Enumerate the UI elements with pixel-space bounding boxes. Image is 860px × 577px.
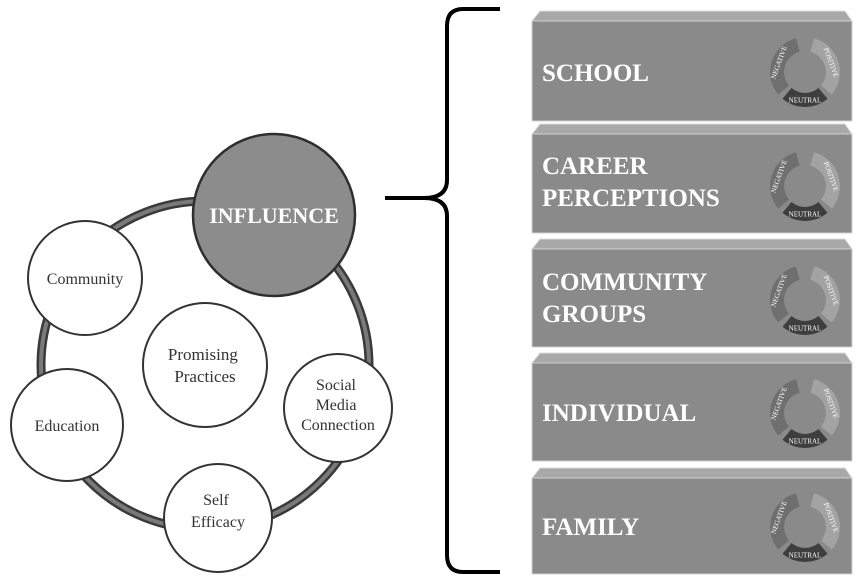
cycle-negative-segment <box>770 379 801 436</box>
cycle-neutral-segment <box>782 428 828 448</box>
panel-individual-label: INDIVIDUAL <box>542 400 696 427</box>
panel-individual: INDIVIDUAL <box>530 352 853 462</box>
panel-community-line-1: COMMUNITY <box>542 269 707 296</box>
influence-hub: INFLUENCE <box>191 132 357 298</box>
svg-text:Promising Practices: Promising Practices <box>168 345 242 386</box>
cycle-neutral-label: NEUTRAL <box>789 97 822 105</box>
cycle-positive-segment <box>809 379 840 436</box>
node-self-efficacy-line-1: Self <box>203 492 229 509</box>
cycle-neutral-segment <box>782 542 828 562</box>
node-social-media: Social Media Connection <box>283 353 393 463</box>
cycle-positive-segment <box>809 266 840 323</box>
center-label-line-2: Practices <box>174 367 235 386</box>
cycle-positive-segment <box>809 38 840 95</box>
hub-label: INFLUENCE <box>209 203 339 228</box>
node-community: Community <box>27 220 143 336</box>
center-label-line-1: Promising <box>168 345 238 364</box>
panel-community-line-2: GROUPS <box>542 301 646 328</box>
cycle-negative-segment <box>770 152 801 209</box>
cycle-neutral-segment <box>782 87 828 107</box>
panel-family-label: FAMILY <box>542 514 639 541</box>
cycle-negative-segment <box>770 38 801 95</box>
cycle-neutral-segment <box>782 201 828 221</box>
cycle-neutral-label: NEUTRAL <box>789 325 822 333</box>
curly-brace <box>385 7 500 574</box>
svg-text:Social Media Conne: Social Media Connection <box>301 377 375 434</box>
panel-career-line-1: CAREER <box>542 153 649 180</box>
cycle-negative-segment <box>770 266 801 323</box>
cycle-neutral-segment <box>782 315 828 335</box>
node-education: Education <box>10 368 124 482</box>
node-social-media-line-1: Social <box>316 377 357 394</box>
node-education-label: Education <box>35 418 100 435</box>
node-self-efficacy-line-2: Efficacy <box>191 514 245 531</box>
panel-school-label: SCHOOL <box>542 60 649 87</box>
cycle-positive-segment <box>809 493 840 550</box>
svg-text:CAREER PERCEPTIONS: CAREER PERCEPTIONS <box>542 153 720 212</box>
cycle-neutral-label: NEUTRAL <box>789 211 822 219</box>
node-social-media-line-3: Connection <box>301 417 375 434</box>
cycle-positive-segment <box>809 152 840 209</box>
panel-career-line-2: PERCEPTIONS <box>542 185 720 212</box>
cycle-neutral-label: NEUTRAL <box>789 438 822 446</box>
svg-text:COMMUNITY GROUPS: COMMUNITY GROUPS <box>542 269 713 328</box>
node-community-label: Community <box>47 271 123 288</box>
node-social-media-line-2: Media <box>316 397 357 414</box>
cycle-neutral-label: NEUTRAL <box>789 552 822 560</box>
svg-text:Self Efficacy: Self Efficacy <box>191 492 245 531</box>
center-circle: Promising Practices <box>142 302 268 428</box>
cycle-negative-segment <box>770 493 801 550</box>
node-self-efficacy: Self Efficacy <box>163 463 273 573</box>
